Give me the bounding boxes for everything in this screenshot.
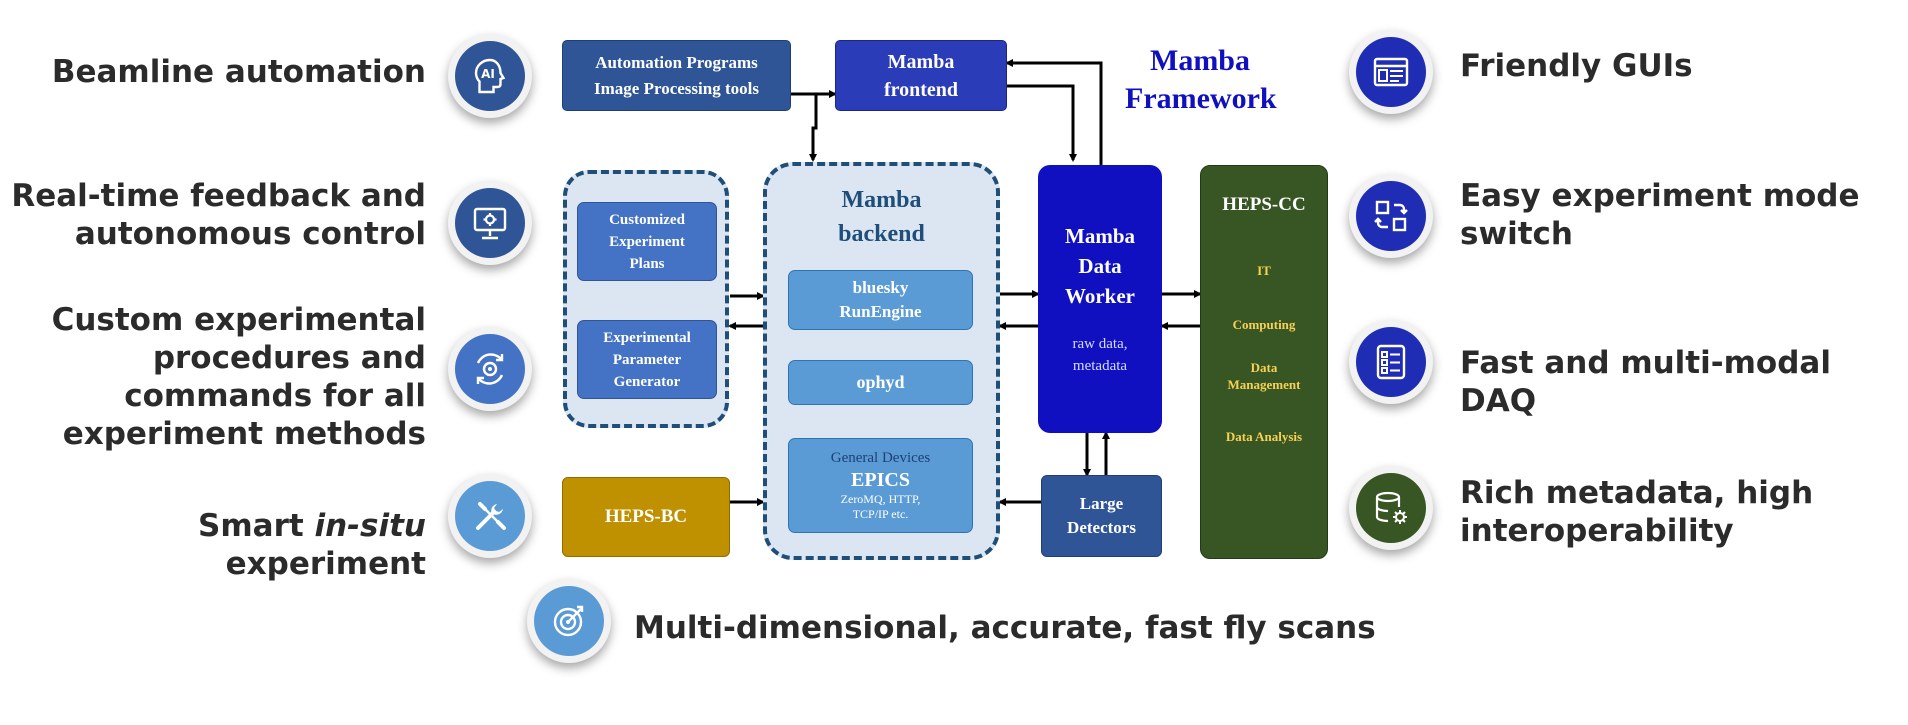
feature-beamline-automation: Beamline automation xyxy=(51,54,426,90)
svg-text:AI: AI xyxy=(481,67,495,81)
feature-fly-scans: Multi-dimensional, accurate, fast fly sc… xyxy=(634,610,1376,646)
ophyd-box: ophyd xyxy=(788,360,973,405)
feature-smart-insitu: Smart in-situ experiment xyxy=(198,508,426,582)
heps-cc-title: HEPS-CC xyxy=(1222,194,1306,215)
heps-cc-item-computing: Computing xyxy=(1232,317,1296,332)
target-icon xyxy=(527,579,611,663)
monitor-gear-icon xyxy=(448,181,532,265)
gear-cycle-icon xyxy=(448,327,532,411)
database-gear-icon xyxy=(1349,466,1433,550)
ai-head-icon: AI xyxy=(448,34,532,118)
list-checks-icon xyxy=(1349,320,1433,404)
tools-icon xyxy=(448,474,532,558)
general-devices-box: General Devices EPICS ZeroMQ, HTTP, TCP/… xyxy=(788,438,973,533)
feature-friendly-guis: Friendly GUIs xyxy=(1460,48,1693,84)
feature-fast-daq: Fast and multi-modal DAQ xyxy=(1460,345,1831,419)
heps-cc-item-it: IT xyxy=(1257,263,1271,278)
diagram-arrows xyxy=(728,59,1202,506)
browser-window-icon xyxy=(1349,30,1433,114)
heps-bc-box: HEPS-BC xyxy=(562,477,730,557)
switch-arrows-icon xyxy=(1349,174,1433,258)
heps-cc-item-data-analysis: Data Analysis xyxy=(1225,429,1303,444)
